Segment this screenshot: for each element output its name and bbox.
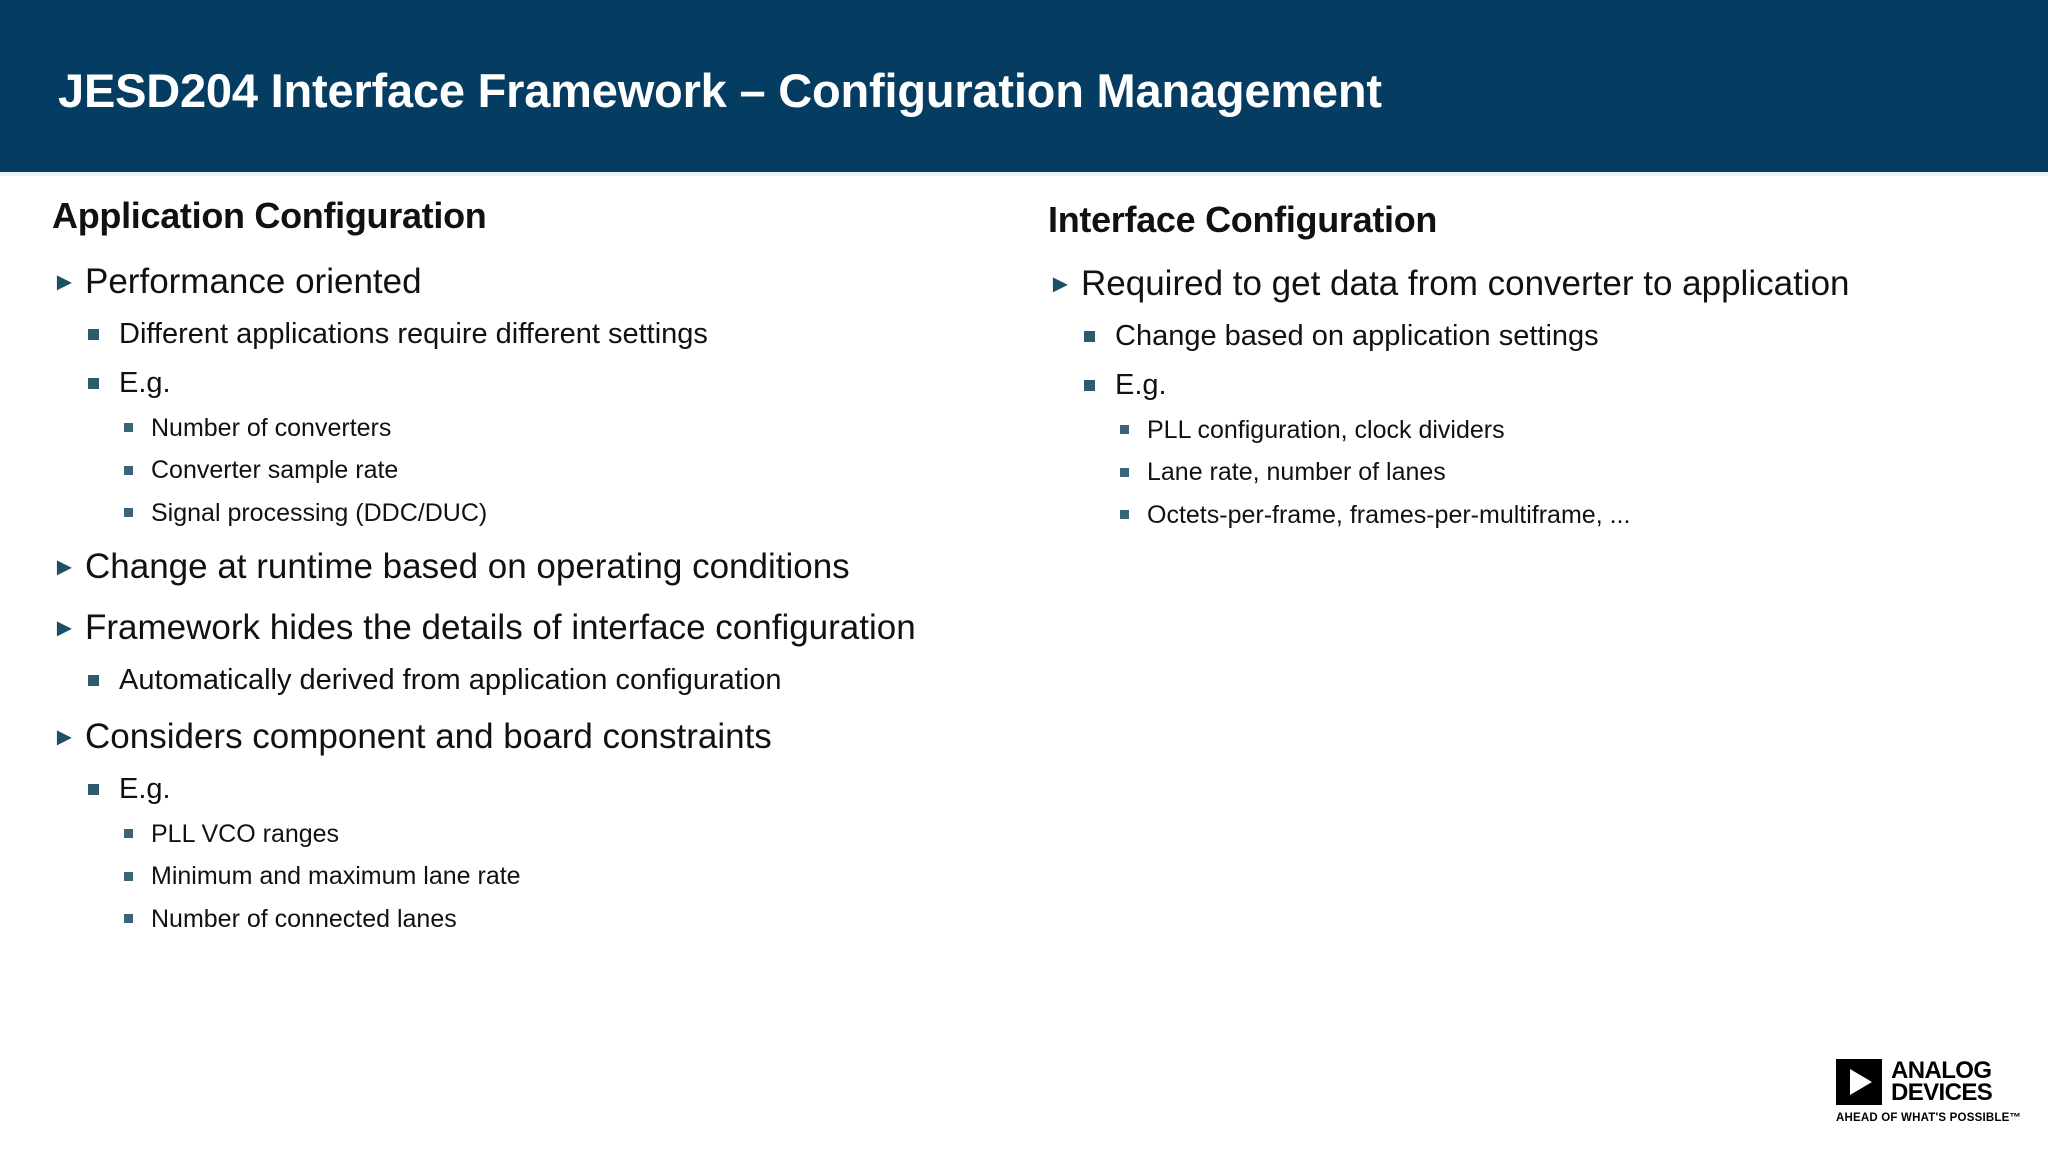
bullet-level2: Different applications require different… xyxy=(52,316,1032,353)
bullet-text: Signal processing (DDC/DUC) xyxy=(151,498,488,527)
bullet-level2: Automatically derived from application c… xyxy=(52,662,1032,699)
bullet-text: Lane rate, number of lanes xyxy=(1147,458,1446,487)
bullet-text: Automatically derived from application c… xyxy=(119,663,782,696)
bullet-level3: Octets-per-frame, frames-per-multiframe,… xyxy=(1048,499,2008,532)
square-bullet-icon xyxy=(124,860,151,892)
square-bullet-icon xyxy=(88,365,119,402)
bullet-text: PLL configuration, clock dividers xyxy=(1147,415,1505,444)
title-band xyxy=(0,0,2048,172)
left-column-bullet-list: ► Performance oriented Different applica… xyxy=(52,260,1032,936)
title-band-underline xyxy=(0,172,2048,176)
right-column-heading: Interface Configuration xyxy=(1048,199,1438,240)
right-column: Interface Configuration ► Required to ge… xyxy=(1048,196,2008,531)
bullet-text: Minimum and maximum lane rate xyxy=(151,862,521,891)
square-bullet-icon xyxy=(1084,367,1115,404)
bullet-text: PLL VCO ranges xyxy=(151,819,340,848)
square-bullet-icon xyxy=(124,497,151,529)
bullet-level1: ► Required to get data from converter to… xyxy=(1048,262,2008,306)
bullet-level2: E.g. xyxy=(52,771,1032,808)
bullet-level2: E.g. xyxy=(52,365,1032,402)
bullet-level3: PLL VCO ranges xyxy=(52,818,1032,851)
bullet-text: Number of converters xyxy=(151,413,392,442)
page-title: JESD204 Interface Framework – Configurat… xyxy=(58,64,1382,117)
analog-devices-logo: ANALOG DEVICES AHEAD OF WHAT'S POSSIBLE™ xyxy=(1836,1056,2022,1124)
bullet-text: Required to get data from converter to a… xyxy=(1081,263,1850,303)
left-column: Application Configuration ► Performance … xyxy=(52,196,1032,935)
logo-row: ANALOG DEVICES xyxy=(1836,1056,2012,1106)
square-bullet-icon xyxy=(124,818,151,850)
triangle-bullet-icon: ► xyxy=(52,613,77,642)
bullet-text: Framework hides the details of interface… xyxy=(85,607,916,647)
bullet-level3: PLL configuration, clock dividers xyxy=(1048,414,2008,447)
bullet-level1: ► Considers component and board constrai… xyxy=(52,715,1032,759)
triangle-bullet-icon: ► xyxy=(52,722,77,751)
bullet-text: Converter sample rate xyxy=(151,456,399,485)
square-bullet-icon xyxy=(1120,414,1147,446)
left-column-heading: Application Configuration xyxy=(52,195,487,236)
play-triangle-icon xyxy=(1836,1059,1882,1105)
square-bullet-icon xyxy=(1120,456,1147,488)
logo-wordmark: ANALOG DEVICES xyxy=(1891,1056,1993,1106)
triangle-bullet-icon: ► xyxy=(52,267,77,296)
logo-word-analog: ANALOG xyxy=(1891,1056,1992,1084)
right-column-bullet-list: ► Required to get data from converter to… xyxy=(1048,262,2008,532)
square-bullet-icon xyxy=(124,454,151,486)
bullet-text: Change at runtime based on operating con… xyxy=(85,547,850,587)
bullet-text: Different applications require different… xyxy=(119,317,708,350)
bullet-level2: E.g. xyxy=(1048,367,2008,404)
square-bullet-icon xyxy=(88,662,119,699)
bullet-level3: Signal processing (DDC/DUC) xyxy=(52,497,1032,530)
square-bullet-icon xyxy=(88,316,119,353)
bullet-level2: Change based on application settings xyxy=(1048,318,2008,355)
bullet-level3: Number of connected lanes xyxy=(52,903,1032,936)
triangle-bullet-icon: ► xyxy=(52,553,77,582)
bullet-text: E.g. xyxy=(119,366,171,399)
square-bullet-icon xyxy=(88,771,119,808)
logo-tagline: AHEAD OF WHAT'S POSSIBLE™ xyxy=(1836,1112,2022,1124)
bullet-text: Octets-per-frame, frames-per-multiframe,… xyxy=(1147,500,1631,529)
bullet-text: E.g. xyxy=(1115,368,1167,401)
bullet-level1: ► Performance oriented xyxy=(52,260,1032,304)
bullet-text: Number of connected lanes xyxy=(151,904,457,933)
bullet-text: Change based on application settings xyxy=(1115,319,1599,352)
square-bullet-icon xyxy=(124,903,151,935)
logo-word-devices: DEVICES xyxy=(1891,1079,1993,1106)
bullet-text: Considers component and board constraint… xyxy=(85,716,772,756)
bullet-level1: ► Change at runtime based on operating c… xyxy=(52,545,1032,589)
triangle-bullet-icon: ► xyxy=(1048,269,1073,298)
bullet-level3: Converter sample rate xyxy=(52,454,1032,487)
bullet-text: E.g. xyxy=(119,772,171,805)
bullet-level1: ► Framework hides the details of interfa… xyxy=(52,606,1032,650)
bullet-level3: Lane rate, number of lanes xyxy=(1048,456,2008,489)
bullet-level3: Number of converters xyxy=(52,412,1032,445)
square-bullet-icon xyxy=(1084,318,1115,355)
square-bullet-icon xyxy=(124,412,151,444)
square-bullet-icon xyxy=(1120,499,1147,531)
bullet-level3: Minimum and maximum lane rate xyxy=(52,860,1032,893)
bullet-text: Performance oriented xyxy=(85,261,422,301)
